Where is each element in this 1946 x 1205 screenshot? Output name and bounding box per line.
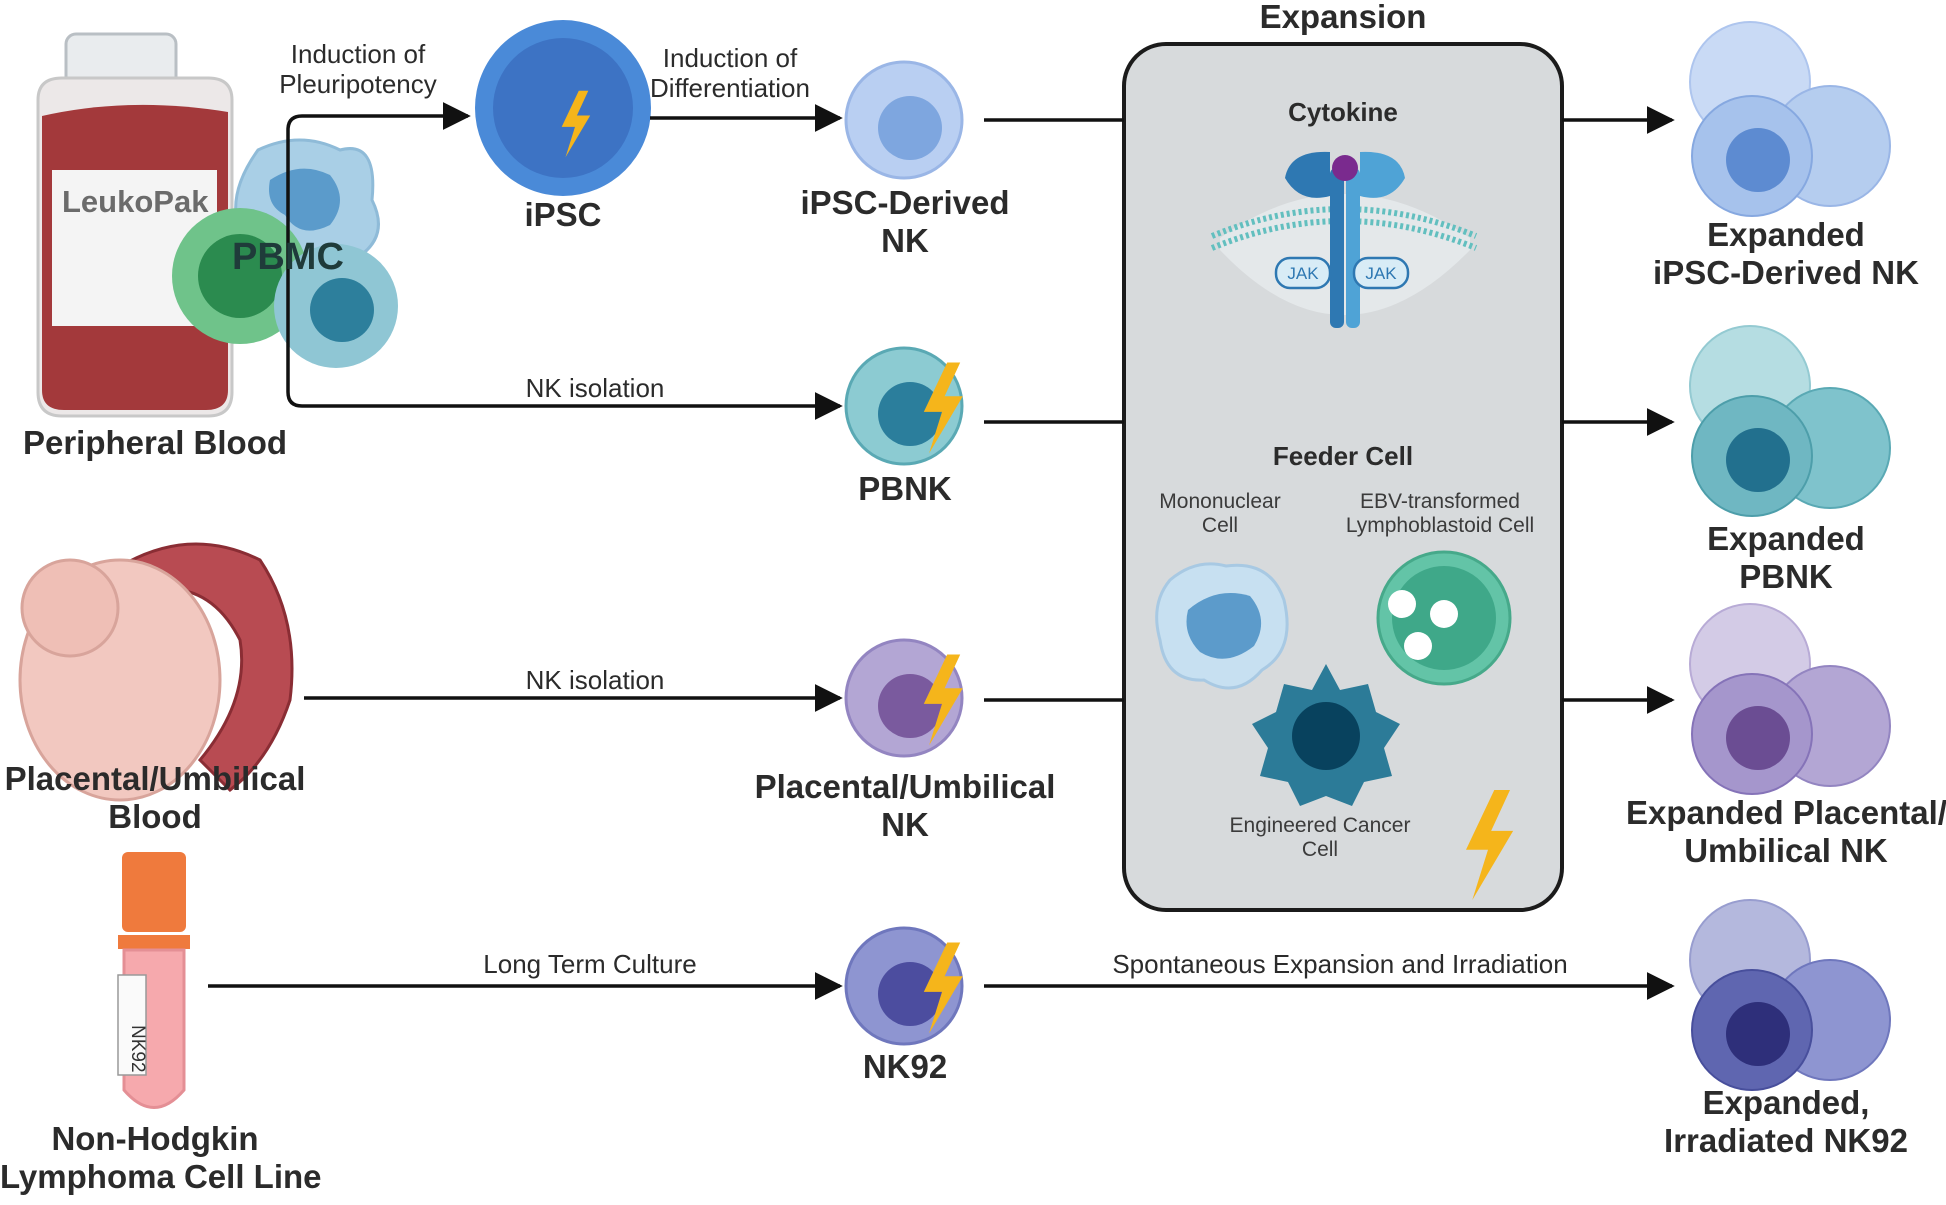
long-term-label: Long Term Culture <box>483 949 697 979</box>
pbnk-cell-icon <box>844 346 964 466</box>
pbnk-label: PBNK <box>858 470 952 507</box>
leukopak-label: LeukoPak <box>62 184 209 219</box>
expanded-ipsc-cluster-icon <box>1689 21 1891 217</box>
feeder-cell-label: Feeder Cell <box>1272 441 1414 471</box>
expanded-placental-label: Expanded Placental/Umbilical NK <box>1626 794 1946 869</box>
test-tube-icon <box>117 852 190 1109</box>
ipsc-cell-icon <box>475 20 651 196</box>
ipsc-label: iPSC <box>524 196 602 233</box>
pbmc-cells-icon <box>172 138 398 368</box>
nk-isolation-placental-label: NK isolation <box>525 665 665 695</box>
ipsc-nk-cell-icon <box>844 60 964 180</box>
expanded-nk92-label: Expanded,Irradiated NK92 <box>1664 1084 1908 1159</box>
nk92-label: NK92 <box>862 1048 948 1085</box>
cytokine-receptor-icon <box>1210 151 1478 328</box>
tube-label: NK92 <box>127 1025 148 1073</box>
jak-left-label: JAK <box>1287 264 1319 283</box>
fetus-placenta-icon <box>18 542 294 802</box>
expansion-title: Expansion <box>1259 0 1427 35</box>
expanded-pbnk-cluster-icon <box>1689 325 1891 517</box>
nk92-cell-icon <box>844 926 964 1046</box>
placental-nk-cell-icon <box>844 638 964 758</box>
edge-pluripotency <box>286 102 471 320</box>
jak-right-label: JAK <box>1365 264 1397 283</box>
edge-nk-isolation-pb <box>286 320 843 420</box>
spontaneous-label: Spontaneous Expansion and Irradiation <box>1112 949 1568 979</box>
peripheral-blood-label: Peripheral Blood <box>22 424 288 461</box>
expanded-nk92-cluster-icon <box>1689 899 1891 1091</box>
cytokine-label: Cytokine <box>1288 97 1398 127</box>
expanded-placental-cluster-icon <box>1689 603 1891 795</box>
engineered-cancer-cell-icon <box>1252 664 1400 806</box>
mononuclear-cell-icon <box>1155 562 1289 690</box>
ebv-cell-icon <box>1376 550 1512 686</box>
pbmc-label: PBMC <box>232 236 344 278</box>
nk-isolation-pb-label: NK isolation <box>525 373 665 403</box>
